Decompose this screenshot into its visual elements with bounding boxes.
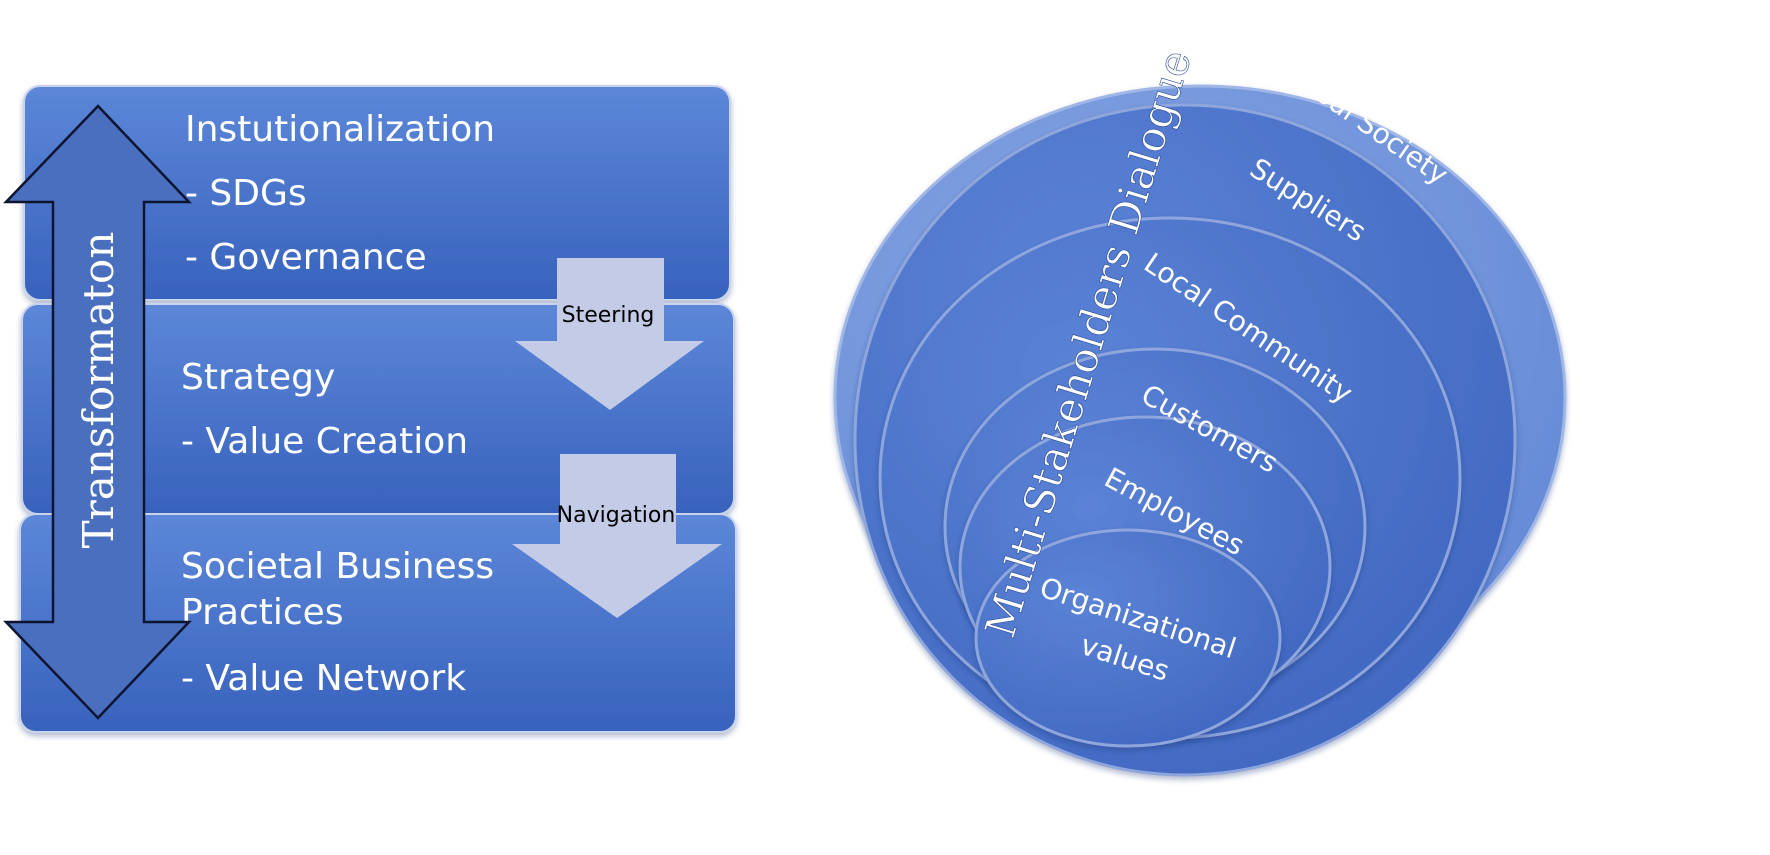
transformation-label: Transformaton <box>74 232 123 549</box>
layer-line-sdgs: - SDGs <box>185 173 307 214</box>
double-arrow-icon <box>3 104 192 720</box>
layer-line-governance: - Governance <box>185 237 427 278</box>
navigation-arrow: Navigation <box>512 454 722 618</box>
layer-line-value-network: - Value Network <box>181 658 466 699</box>
stakeholder-rings: Global Society Suppliers Local Community… <box>833 44 1567 777</box>
layer-stack: Instutionalization - SDGs - Governance S… <box>19 85 737 733</box>
layer-title-societal-line1: Societal Business <box>181 546 494 587</box>
layer-title-societal-line2: Practices <box>181 592 344 633</box>
layer-line-value-creation: - Value Creation <box>181 421 468 462</box>
transformation-arrow: Transformaton <box>3 104 192 720</box>
steering-arrow-icon <box>515 258 704 410</box>
steering-arrow: Steering <box>515 258 704 410</box>
layer-title-institutionalization: Instutionalization <box>185 109 495 150</box>
steering-label: Steering <box>562 303 655 328</box>
layer-title-strategy: Strategy <box>181 357 335 398</box>
navigation-arrow-icon <box>512 454 722 618</box>
ring-organizational-values <box>974 528 1282 748</box>
navigation-label: Navigation <box>557 503 676 528</box>
